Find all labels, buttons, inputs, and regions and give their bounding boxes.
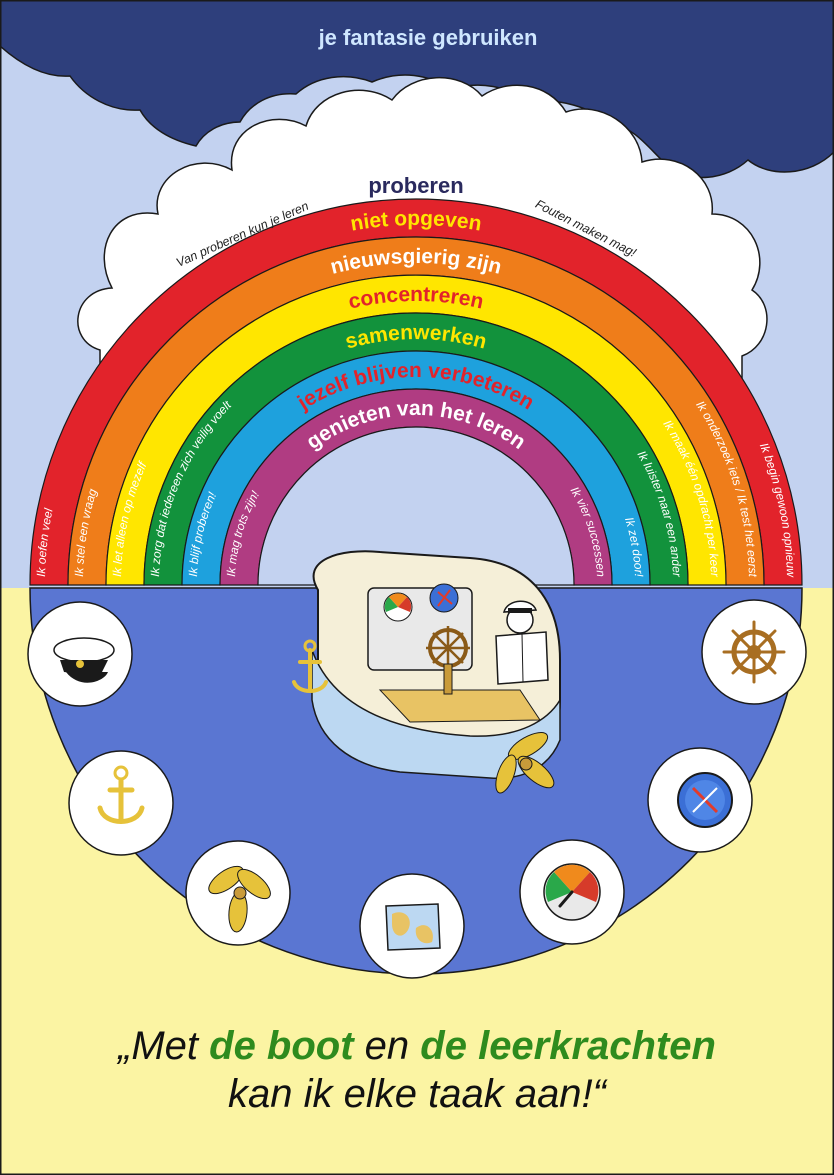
icon-map [359,873,465,979]
icon-gauge [519,839,625,945]
icon-ship-wheel [701,599,807,705]
quote: „Met de boot en de leerkrachten kan ik e… [0,1022,834,1118]
compass-icon [677,772,733,828]
cloud-title: proberen [368,173,463,198]
quote-line-1: „Met de boot en de leerkrachten [118,1024,716,1068]
quote-highlight-boat: de boot [209,1024,354,1068]
icon-compass [647,747,753,853]
boat-propeller-icon [495,732,555,794]
boat-anchor-icon [292,648,328,693]
propeller-icon [208,865,271,933]
ship-wheel-icon [722,620,786,684]
boat-deck [378,689,541,723]
icon-propeller [185,840,291,946]
map-icon [385,903,441,951]
icon-captain-hat [27,601,133,707]
boat-hull-blue [311,649,561,779]
quote-highlight-teachers: de leerkrachten [420,1024,716,1068]
anchor-icon [97,765,145,824]
sky-title: je fantasie gebruiken [318,25,538,50]
gauge-icon [543,863,601,921]
rainbow-inner-sky [257,426,575,586]
boat-illustration [292,550,561,794]
icon-anchor [68,750,174,856]
captain-hat-icon [53,637,115,683]
quote-line-2: kan ik elke taak aan!“ [228,1072,606,1116]
